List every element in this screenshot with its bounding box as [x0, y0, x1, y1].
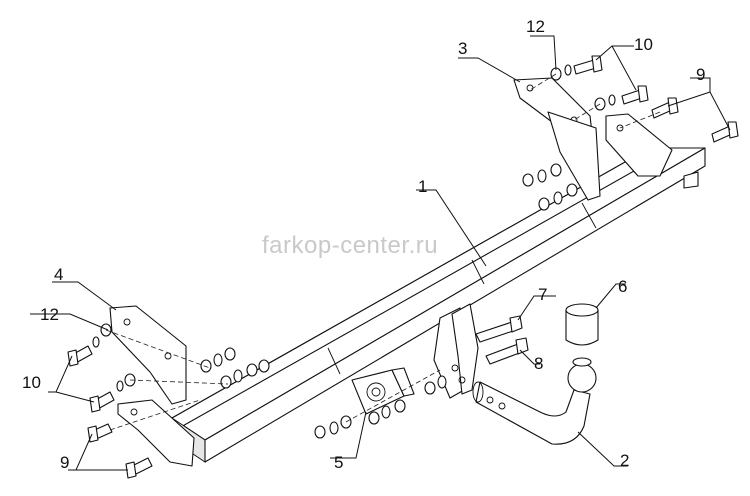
callout-10-right: 10	[634, 35, 653, 54]
callout-1: 1	[418, 177, 428, 196]
callout-7: 7	[538, 285, 548, 304]
fasteners-right-top	[522, 55, 739, 211]
callout-4: 4	[54, 265, 64, 284]
callout-8: 8	[534, 354, 544, 373]
callout-6: 6	[618, 277, 628, 296]
callout-2: 2	[620, 451, 630, 470]
callout-9-right: 9	[696, 65, 706, 84]
crossbar-part-1	[171, 147, 706, 463]
bolts-part-7-8	[475, 315, 529, 365]
callout-12-right: 12	[526, 17, 545, 36]
right-bracket-part-3	[513, 77, 673, 201]
callout-10-left: 10	[22, 373, 41, 392]
watermark: farkop-center.ru	[262, 232, 439, 259]
socket-plate-part-5	[351, 367, 415, 415]
fasteners-centre	[314, 369, 447, 439]
callout-3: 3	[458, 39, 468, 58]
left-bracket-part-4	[109, 305, 195, 467]
callout-12-left: 12	[40, 305, 59, 324]
ball-mount-plate	[433, 303, 479, 399]
tow-ball-neck-part-2	[472, 357, 597, 445]
ball-cap-part-6	[565, 303, 599, 346]
leader-lines	[30, 35, 731, 471]
callout-9-left: 9	[60, 453, 70, 472]
callout-5: 5	[334, 453, 344, 472]
